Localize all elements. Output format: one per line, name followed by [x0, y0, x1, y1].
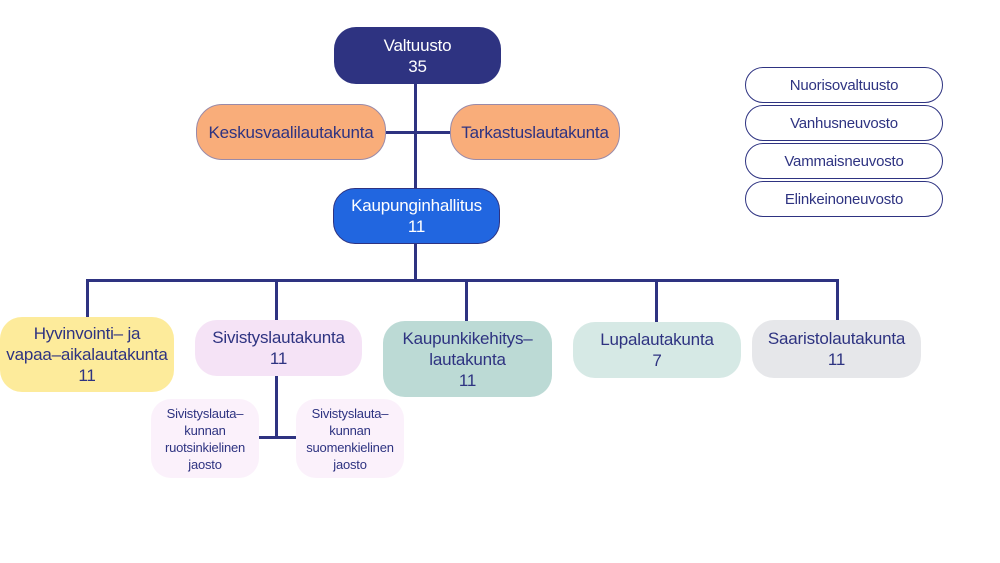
- node-title-line: Hyvinvointi– ja: [33, 324, 141, 343]
- node-ruotsinkielinen-jaosto: Sivistyslauta– kunnan ruotsinkielinen ja…: [151, 399, 259, 478]
- node-valtuusto: Valtuusto 35: [334, 27, 501, 84]
- node-count: 11: [458, 370, 477, 390]
- node-title-line: jaosto: [188, 456, 222, 472]
- connector-council-executive: [414, 84, 417, 188]
- connector-welfare-board: [86, 279, 89, 317]
- node-kaupunginhallitus: Kaupunginhallitus 11: [333, 188, 500, 244]
- node-count: 35: [408, 56, 427, 76]
- node-title-line: lautakunta: [429, 349, 506, 369]
- node-title: Keskusvaalilautakunta: [208, 122, 374, 142]
- node-title: Valtuusto: [383, 35, 452, 55]
- node-title: Kaupunginhallitus: [351, 196, 482, 215]
- node-title: Nuorisovaltuusto: [789, 76, 899, 94]
- node-count: 7: [652, 351, 662, 370]
- node-title-line: Saaristolautakunta: [767, 329, 906, 348]
- node-kaupunkikehityslautakunta: Kaupunkikehitys– lautakunta 11: [383, 321, 552, 397]
- connector-urban-board: [465, 279, 468, 321]
- connector-sections-horizontal: [259, 436, 296, 439]
- node-count: 11: [78, 366, 96, 385]
- node-nuorisovaltuusto: Nuorisovaltuusto: [745, 67, 943, 103]
- node-title-line: Sivistyslautakunta: [212, 328, 345, 347]
- node-elinkeinoneuvosto: Elinkeinoneuvosto: [745, 181, 943, 217]
- node-count: 11: [269, 349, 288, 368]
- node-count: 11: [407, 217, 426, 236]
- connector-education-board: [275, 279, 278, 320]
- node-saaristolautakunta: Saaristolautakunta 11: [752, 320, 921, 378]
- node-title-line: ruotsinkielinen: [164, 439, 246, 455]
- connector-executive-boards: [414, 244, 417, 281]
- node-title: Tarkastuslautakunta: [461, 122, 609, 142]
- node-lupalautakunta: Lupalautakunta 7: [573, 322, 741, 378]
- node-tarkastuslautakunta: Tarkastuslautakunta: [450, 104, 620, 160]
- node-title-line: suomenkielinen: [306, 439, 394, 455]
- connector-audit-committees: [386, 131, 450, 134]
- node-title: Vammaisneuvosto: [784, 152, 904, 170]
- node-title-line: kunnan: [184, 422, 226, 438]
- node-title-line: vapaa–aikalautakunta: [6, 345, 168, 364]
- node-title: Vanhusneuvosto: [790, 114, 898, 132]
- node-title-line: kunnan: [329, 422, 371, 438]
- node-title-line: Sivistyslauta–: [166, 405, 244, 421]
- node-vanhusneuvosto: Vanhusneuvosto: [745, 105, 943, 141]
- node-title-line: Lupalautakunta: [600, 330, 714, 349]
- node-title-line: Sivistyslauta–: [311, 405, 389, 421]
- node-keskusvaalilautakunta: Keskusvaalilautakunta: [196, 104, 386, 160]
- connector-boards-horizontal: [86, 279, 839, 282]
- connector-archipelago-board: [836, 279, 839, 320]
- node-count: 11: [827, 350, 846, 369]
- node-title: Elinkeinoneuvosto: [784, 190, 904, 208]
- node-suomenkielinen-jaosto: Sivistyslauta– kunnan suomenkielinen jao…: [296, 399, 404, 478]
- node-title-line: jaosto: [333, 456, 367, 472]
- node-title-line: Kaupunkikehitys–: [402, 328, 533, 348]
- connector-permit-board: [655, 279, 658, 322]
- connector-education-sections: [275, 376, 278, 438]
- node-sivistyslautakunta: Sivistyslautakunta 11: [195, 320, 362, 376]
- node-vammaisneuvosto: Vammaisneuvosto: [745, 143, 943, 179]
- node-hyvinvointi-ja-vapaa-aikalautakunta: Hyvinvointi– ja vapaa–aikalautakunta 11: [0, 317, 174, 392]
